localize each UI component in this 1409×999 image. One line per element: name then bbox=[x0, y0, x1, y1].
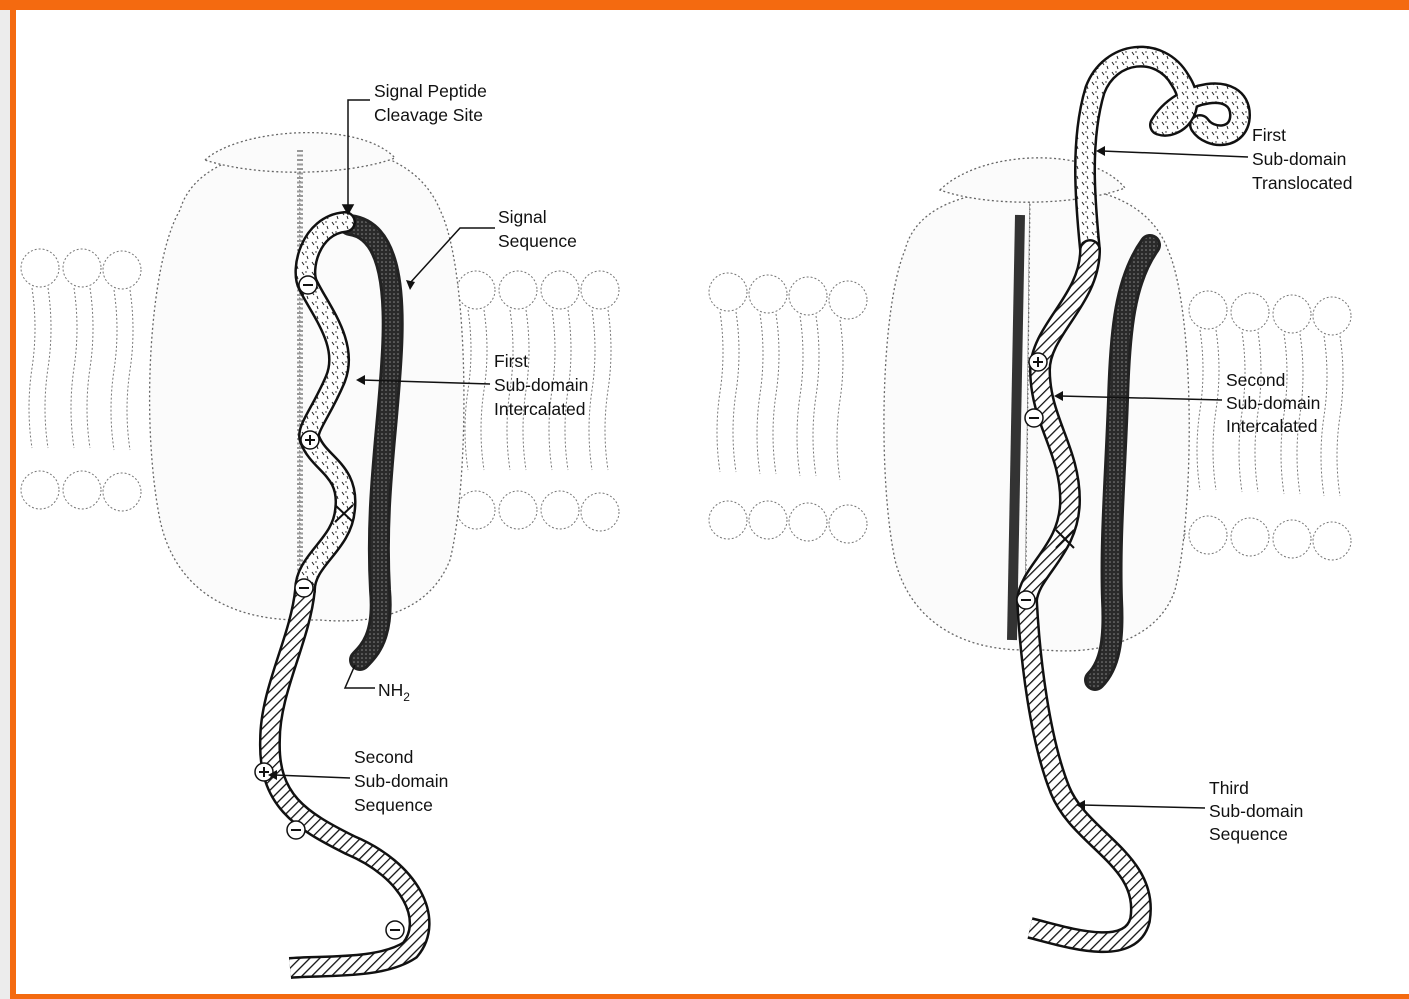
minus-charge bbox=[299, 276, 317, 294]
label-first-subdomain-intercalated: First Sub-domain Intercalated bbox=[494, 351, 593, 419]
minus-charge bbox=[1017, 591, 1035, 609]
minus-charge bbox=[386, 921, 404, 939]
left-panel: Signal Peptide Cleavage Site Signal Sequ… bbox=[21, 81, 619, 968]
label-second-subdomain-intercalated: Second Sub-domain Intercalated bbox=[1226, 370, 1325, 436]
right-third-subdomain bbox=[1027, 600, 1141, 942]
label-signal-sequence: Signal Sequence bbox=[498, 207, 577, 251]
label-first-subdomain-translocated: First Sub-domain Translocated bbox=[1252, 125, 1353, 193]
plus-charge bbox=[255, 763, 273, 781]
minus-charge bbox=[287, 821, 305, 839]
label-signal-peptide-cleavage: Signal Peptide Cleavage Site bbox=[374, 81, 492, 125]
minus-charge bbox=[295, 579, 313, 597]
left-translocon-channel bbox=[150, 133, 464, 621]
right-panel: First Sub-domain Translocated Second Sub… bbox=[709, 57, 1353, 943]
label-third-subdomain-sequence: Third Sub-domain Sequence bbox=[1209, 778, 1308, 844]
minus-charge bbox=[1025, 409, 1043, 427]
plus-charge bbox=[301, 431, 319, 449]
label-nh2: NH2 bbox=[378, 680, 410, 704]
plus-charge bbox=[1029, 353, 1047, 371]
label-second-subdomain-sequence: Second Sub-domain Sequence bbox=[354, 747, 453, 815]
